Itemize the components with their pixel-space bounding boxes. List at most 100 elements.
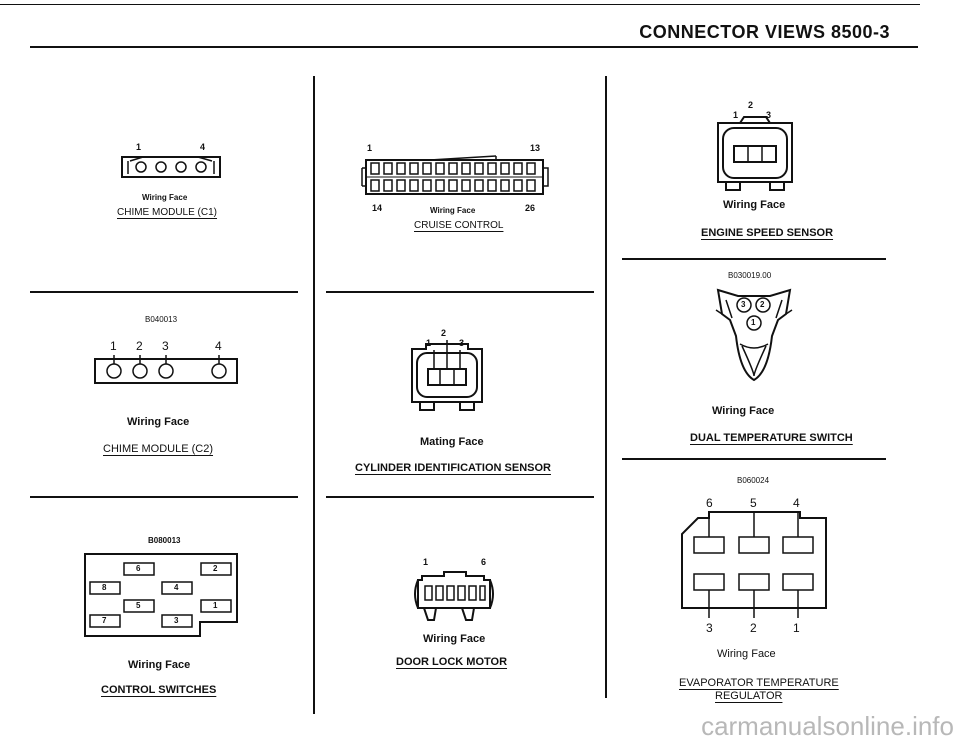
- pin-label: 2: [213, 564, 218, 573]
- pin-label: 4: [793, 496, 800, 510]
- pin-label: 2: [760, 300, 765, 309]
- drawing-code: B040013: [145, 315, 178, 324]
- pin-label: 1: [136, 142, 142, 152]
- drawing-code: B030019.00: [728, 271, 772, 280]
- pin-cavity: [474, 179, 484, 192]
- face-label: Wiring Face: [430, 206, 476, 215]
- connector-name: CHIME MODULE (C2): [103, 443, 213, 455]
- top-thin-rule: [0, 4, 920, 5]
- pin-label: 6: [706, 496, 713, 510]
- pin-label: 26: [525, 203, 536, 213]
- pin-cavity: [383, 162, 393, 175]
- pin-cavity: [422, 162, 432, 175]
- pin-label: 2: [750, 621, 757, 635]
- pin-label: 3: [174, 616, 179, 625]
- pin-label: 7: [102, 616, 107, 625]
- face-label: Wiring Face: [142, 193, 188, 202]
- connector-name: CONTROL SWITCHES: [101, 684, 217, 696]
- pin-cavity: [474, 162, 484, 175]
- pin-cavity: [370, 179, 380, 192]
- pin-cavity: [461, 179, 471, 192]
- row-divider: [30, 496, 298, 498]
- pin-cavity: [422, 179, 432, 192]
- pin-label: 3: [741, 300, 746, 309]
- pin-cavity: [396, 179, 406, 192]
- face-label: Wiring Face: [128, 659, 191, 671]
- watermark-text: carmanualsonline.info: [701, 711, 954, 741]
- pin-cavity: [383, 179, 393, 192]
- pin-label: 2: [748, 100, 754, 110]
- row-divider: [326, 496, 594, 498]
- pin-label: 8: [102, 583, 107, 592]
- connector-name: CRUISE CONTROL: [414, 220, 504, 231]
- connector-name: DOOR LOCK MOTOR: [396, 656, 508, 668]
- face-label: Wiring Face: [712, 405, 775, 417]
- pin-cavity: [448, 179, 458, 192]
- pin-cavity: [409, 162, 419, 175]
- pin-cavity: [448, 162, 458, 175]
- pin-cavity: [435, 162, 445, 175]
- pin-label: 6: [136, 564, 141, 573]
- column-divider-left: [313, 76, 315, 714]
- connector-name-line2: REGULATOR: [715, 690, 783, 702]
- face-label: Mating Face: [420, 436, 484, 448]
- pin-label: 1: [733, 110, 739, 120]
- row-divider: [622, 258, 886, 260]
- pin-label: 5: [750, 496, 757, 510]
- pin-cavity: [396, 162, 406, 175]
- face-label: Wiring Face: [423, 633, 486, 645]
- pin-label: 1: [367, 143, 373, 153]
- pin-label: 6: [481, 557, 487, 567]
- pin-cavity: [435, 179, 445, 192]
- pin-label: 5: [136, 601, 141, 610]
- pin-label: 2: [441, 328, 447, 338]
- drawing-code: B080013: [148, 536, 181, 545]
- pin-cavity: [513, 162, 523, 175]
- pin-label: 1: [423, 557, 429, 567]
- pin-label: 3: [162, 339, 169, 353]
- pin-cavity: [487, 162, 497, 175]
- pin-cavity: [370, 162, 380, 175]
- pin-label: 3: [766, 110, 772, 120]
- column-divider-right: [605, 76, 607, 698]
- pin-label: 1: [793, 621, 800, 635]
- pin-cavity: [487, 179, 497, 192]
- pin-label: 4: [215, 339, 222, 353]
- face-label: Wiring Face: [723, 199, 786, 211]
- face-label: Wiring Face: [127, 416, 190, 428]
- connector-name: CYLINDER IDENTIFICATION SENSOR: [355, 462, 551, 474]
- row-divider: [622, 458, 886, 460]
- connector-name: EVAPORATOR TEMPERATURE: [679, 677, 839, 689]
- page-title: CONNECTOR VIEWS 8500-3: [639, 22, 890, 42]
- pin-cavity: [409, 179, 419, 192]
- row-divider: [326, 291, 594, 293]
- pin-label: 1: [213, 601, 218, 610]
- pin-cavity: [526, 179, 536, 192]
- row-divider: [30, 291, 298, 293]
- pin-label: 2: [136, 339, 143, 353]
- pin-label: 1: [110, 339, 117, 353]
- pin-label: 14: [372, 203, 383, 213]
- pin-cavity: [500, 179, 510, 192]
- pin-label: 3: [706, 621, 713, 635]
- connector-name: DUAL TEMPERATURE SWITCH: [690, 432, 853, 444]
- connector-name: ENGINE SPEED SENSOR: [701, 227, 834, 239]
- pin-cavity: [500, 162, 510, 175]
- pin-cavity: [526, 162, 536, 175]
- drawing-code: B060024: [737, 476, 770, 485]
- pin-label: 4: [200, 142, 206, 152]
- connector-name-text: CHIME MODULE (C2): [103, 443, 214, 455]
- pin-label: 1: [751, 318, 756, 327]
- pin-cavity: [513, 179, 523, 192]
- connector-name: CHIME MODULE (C1): [117, 207, 218, 218]
- pin-label: 13: [530, 143, 541, 153]
